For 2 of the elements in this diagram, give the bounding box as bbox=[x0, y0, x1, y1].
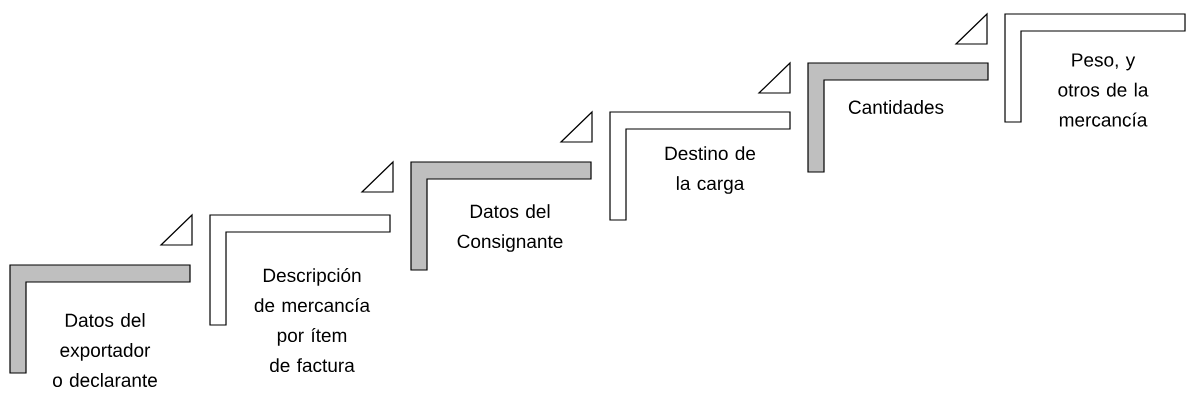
node-label: o declarante bbox=[52, 373, 157, 387]
node-label: por ítem de factura bbox=[270, 327, 355, 373]
